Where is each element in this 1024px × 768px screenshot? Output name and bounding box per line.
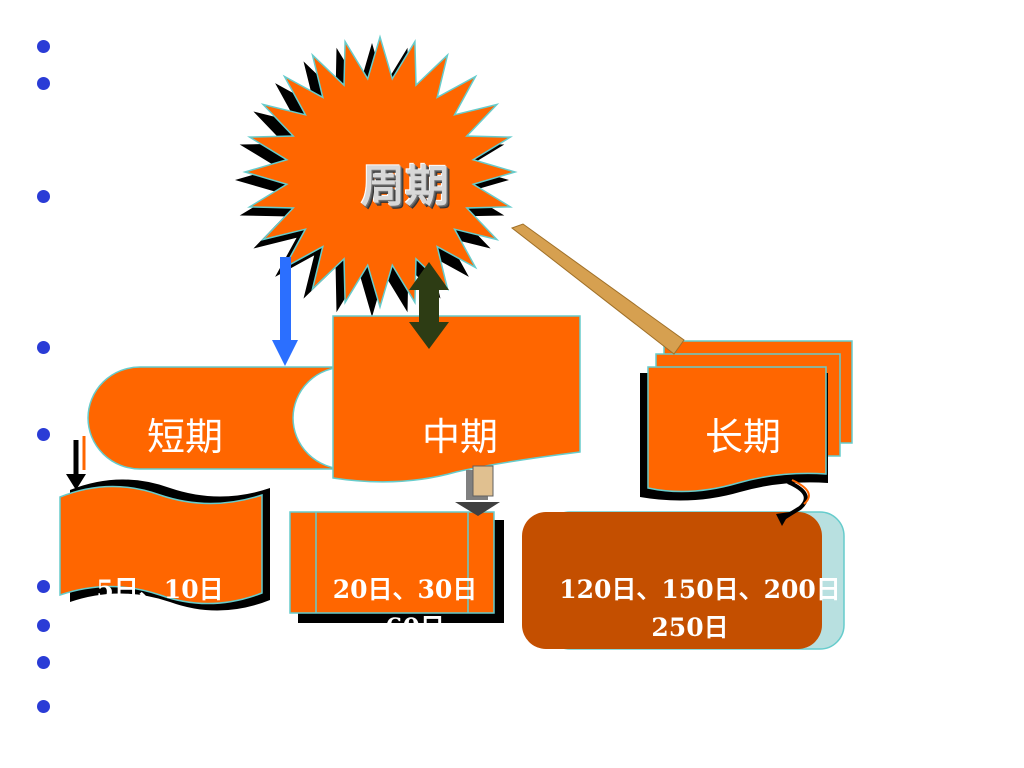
short-term-shape-cap: [292, 366, 346, 470]
long-connector-arrow-head: [776, 512, 790, 526]
starburst-shape: [242, 34, 518, 310]
long-period-shape: [522, 512, 822, 649]
short-term-shape: [87, 366, 346, 470]
blue-arrow-head: [272, 340, 298, 366]
long-term-label: 长期: [704, 415, 781, 459]
mid-term-label: 中期: [421, 415, 498, 459]
slide-bullet: [37, 77, 50, 90]
short-period-label: 5日、10日: [96, 575, 224, 604]
mid-period-shape: [289, 511, 495, 614]
mid-connector-arrow-shaft-light: [472, 465, 494, 497]
slide-bullet: [37, 656, 50, 669]
slide-bullet: [37, 40, 50, 53]
mid-term-shape: [332, 315, 581, 483]
green-double-arrow: [409, 262, 449, 349]
short-connector-arrow-head: [66, 474, 86, 490]
diagram-title: 周期: [361, 161, 449, 212]
long-connector-arrow-inner: [791, 479, 810, 505]
slide-bullet: [37, 341, 50, 354]
short-term-label: 短期: [146, 415, 223, 459]
slide-bullet: [37, 619, 50, 632]
slide-bullet: [37, 190, 50, 203]
mid-connector-arrow-head: [455, 502, 500, 516]
long-period-label-line1: 120日、150日、200日: [559, 575, 841, 604]
mid-period-label-line2: 60日: [385, 613, 445, 628]
pencil-arrow: [510, 223, 685, 355]
slide-bullet: [37, 700, 50, 713]
long-period-label-line2: 250日: [651, 613, 729, 642]
slide-bullet: [37, 580, 50, 593]
mid-period-label-line1: 20日、30日: [332, 575, 478, 604]
blue-arrow-shaft: [280, 257, 291, 342]
slide-bullet: [37, 428, 50, 441]
short-period-shape: [59, 485, 263, 605]
long-term-shape-front: [647, 366, 827, 493]
